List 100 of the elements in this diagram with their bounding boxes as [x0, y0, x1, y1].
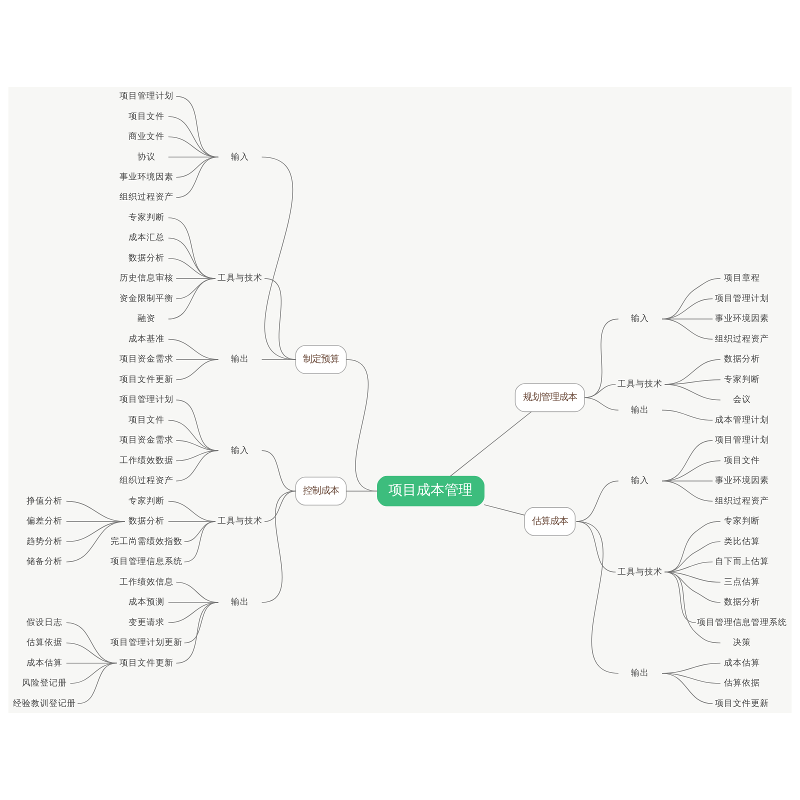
connector	[176, 450, 219, 482]
node-text: 假设日志	[26, 618, 63, 628]
node-text: 项目管理计划	[120, 92, 174, 102]
node-text: 数据分析	[724, 598, 760, 608]
node-text: 项目文件更新	[120, 658, 174, 668]
node-text: 事业环境因素	[715, 314, 770, 324]
node-text: 风险登记册	[22, 678, 68, 689]
node-text: 成本基准	[128, 334, 165, 344]
connector	[168, 521, 216, 522]
connector	[168, 116, 219, 158]
node-text: 工具与技术	[618, 567, 663, 578]
node-text: 成本管理计划	[715, 415, 770, 426]
node-text: 历史信息审核	[120, 274, 174, 284]
connector	[664, 521, 721, 572]
node-text: 商业文件	[128, 132, 165, 142]
node-text: 组织过程资产	[715, 334, 770, 344]
connector	[346, 359, 378, 492]
connector	[168, 258, 216, 279]
connector	[584, 384, 616, 398]
connector	[176, 602, 219, 664]
node-text: 项目管理计划	[715, 436, 770, 446]
connector	[261, 359, 296, 360]
node-text: 项目章程	[724, 274, 760, 284]
node-text: 项目资金需求	[120, 436, 174, 446]
connector	[66, 622, 118, 664]
node-text: 数据分析	[128, 253, 165, 264]
connector	[662, 278, 721, 320]
connector	[176, 278, 216, 279]
connector	[576, 521, 619, 674]
node-text: 项目资金需求	[120, 354, 174, 365]
connector	[168, 500, 216, 522]
node-text: 成本估算	[26, 658, 63, 668]
connector	[66, 642, 118, 664]
node-text: 专家判断	[724, 374, 760, 385]
connector	[664, 384, 721, 400]
node-text: 储备分析	[26, 557, 63, 568]
connector	[664, 572, 721, 644]
connector	[346, 490, 378, 492]
node-text: 资金限制平衡	[120, 294, 174, 304]
node-text: 组织过程资产	[715, 496, 770, 506]
connector	[176, 359, 219, 360]
connector	[168, 338, 219, 360]
connector	[261, 490, 296, 603]
node-text: 估算依据	[26, 638, 63, 648]
connector	[168, 217, 216, 279]
node-box: 制定预算	[295, 345, 347, 374]
connector	[662, 480, 713, 502]
node-text: 项目管理计划	[715, 294, 770, 304]
connector	[662, 480, 713, 482]
node-text: 自下而上估算	[715, 557, 770, 568]
node-text: 融资	[138, 314, 156, 324]
connector	[662, 318, 713, 320]
connector	[662, 440, 713, 482]
node-text: 项目文件更新	[120, 374, 174, 385]
node-text: 项目管理计划	[120, 395, 174, 406]
connector	[662, 298, 713, 320]
node-text: 事业环境因素	[715, 476, 770, 486]
node-box: 估算成本	[524, 507, 576, 536]
connector	[664, 541, 721, 572]
node-text: 成本汇总	[128, 233, 165, 244]
node-text: 趋势分析	[26, 536, 63, 547]
node-text: 工具与技术	[217, 274, 262, 284]
node-text: 项目管理信息系统	[110, 557, 183, 568]
node-text: 挣值分析	[26, 496, 63, 506]
connector	[168, 420, 219, 451]
node-text: 工具与技术	[217, 516, 262, 527]
node-text: 完工尚需绩效指数	[110, 536, 183, 547]
node-text: 会议	[733, 395, 752, 406]
node-text: 决策	[733, 638, 752, 648]
node-text: 输入	[631, 476, 650, 486]
node-text: 输出	[631, 668, 650, 678]
connector	[261, 156, 296, 360]
node-text: 成本估算	[724, 658, 760, 668]
node-text: 项目文件	[128, 112, 165, 122]
connector	[176, 400, 219, 451]
node-box: 规划管理成本	[514, 383, 585, 412]
connector	[261, 450, 296, 492]
node-text: 工作绩效数据	[120, 456, 174, 466]
node-text: 专家判断	[128, 212, 165, 223]
connector	[176, 278, 216, 300]
node-text: 经验教训登记册	[13, 698, 76, 709]
connector	[184, 521, 216, 562]
connector	[168, 136, 219, 158]
connector	[662, 672, 713, 704]
connector	[66, 521, 126, 562]
node-text: 项目文件	[724, 456, 760, 466]
node-text: 组织过程资产	[120, 192, 174, 203]
node-text: 变更请求	[128, 618, 165, 628]
connector	[168, 278, 216, 320]
connector	[584, 397, 619, 410]
connector	[662, 410, 713, 421]
connector	[664, 562, 713, 572]
connector	[662, 460, 721, 482]
node-box: 项目成本管理	[377, 476, 484, 506]
node-text: 估算依据	[724, 678, 760, 689]
node-text: 输出	[230, 598, 249, 608]
connector	[168, 156, 219, 158]
node-text: 输出	[631, 405, 650, 416]
node-text: 输入	[230, 446, 249, 456]
connector	[450, 411, 532, 477]
